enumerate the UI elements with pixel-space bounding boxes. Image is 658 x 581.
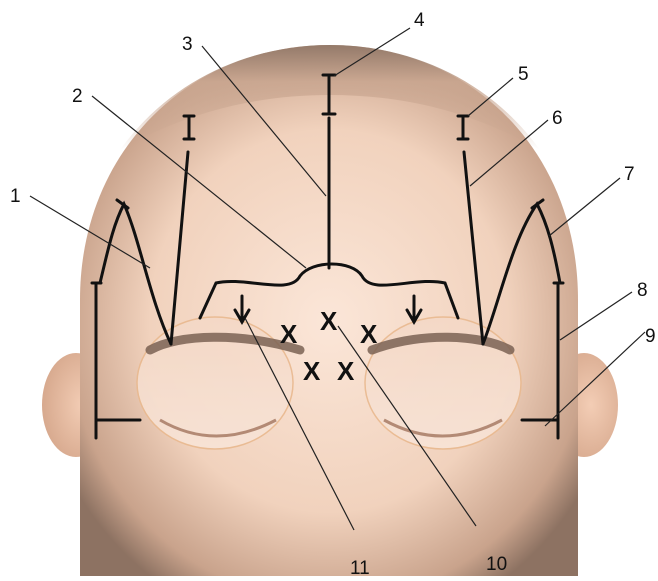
callout-7: 7 xyxy=(624,164,635,185)
callout-5: 5 xyxy=(518,64,529,85)
callout-2: 2 xyxy=(72,86,83,107)
injection-point: X xyxy=(320,306,338,336)
callout-6: 6 xyxy=(552,108,563,129)
callout-10: 10 xyxy=(486,554,507,575)
callout-11: 11 xyxy=(350,558,370,576)
callout-1: 1 xyxy=(10,186,21,207)
callout-4: 4 xyxy=(414,10,425,31)
injection-point: X xyxy=(303,356,321,386)
callout-8: 8 xyxy=(637,280,648,301)
callout-3: 3 xyxy=(182,34,193,55)
callout-9: 9 xyxy=(645,326,656,347)
injection-point: X xyxy=(280,319,298,349)
injection-point: X xyxy=(337,356,355,386)
injection-point: X xyxy=(360,319,378,349)
